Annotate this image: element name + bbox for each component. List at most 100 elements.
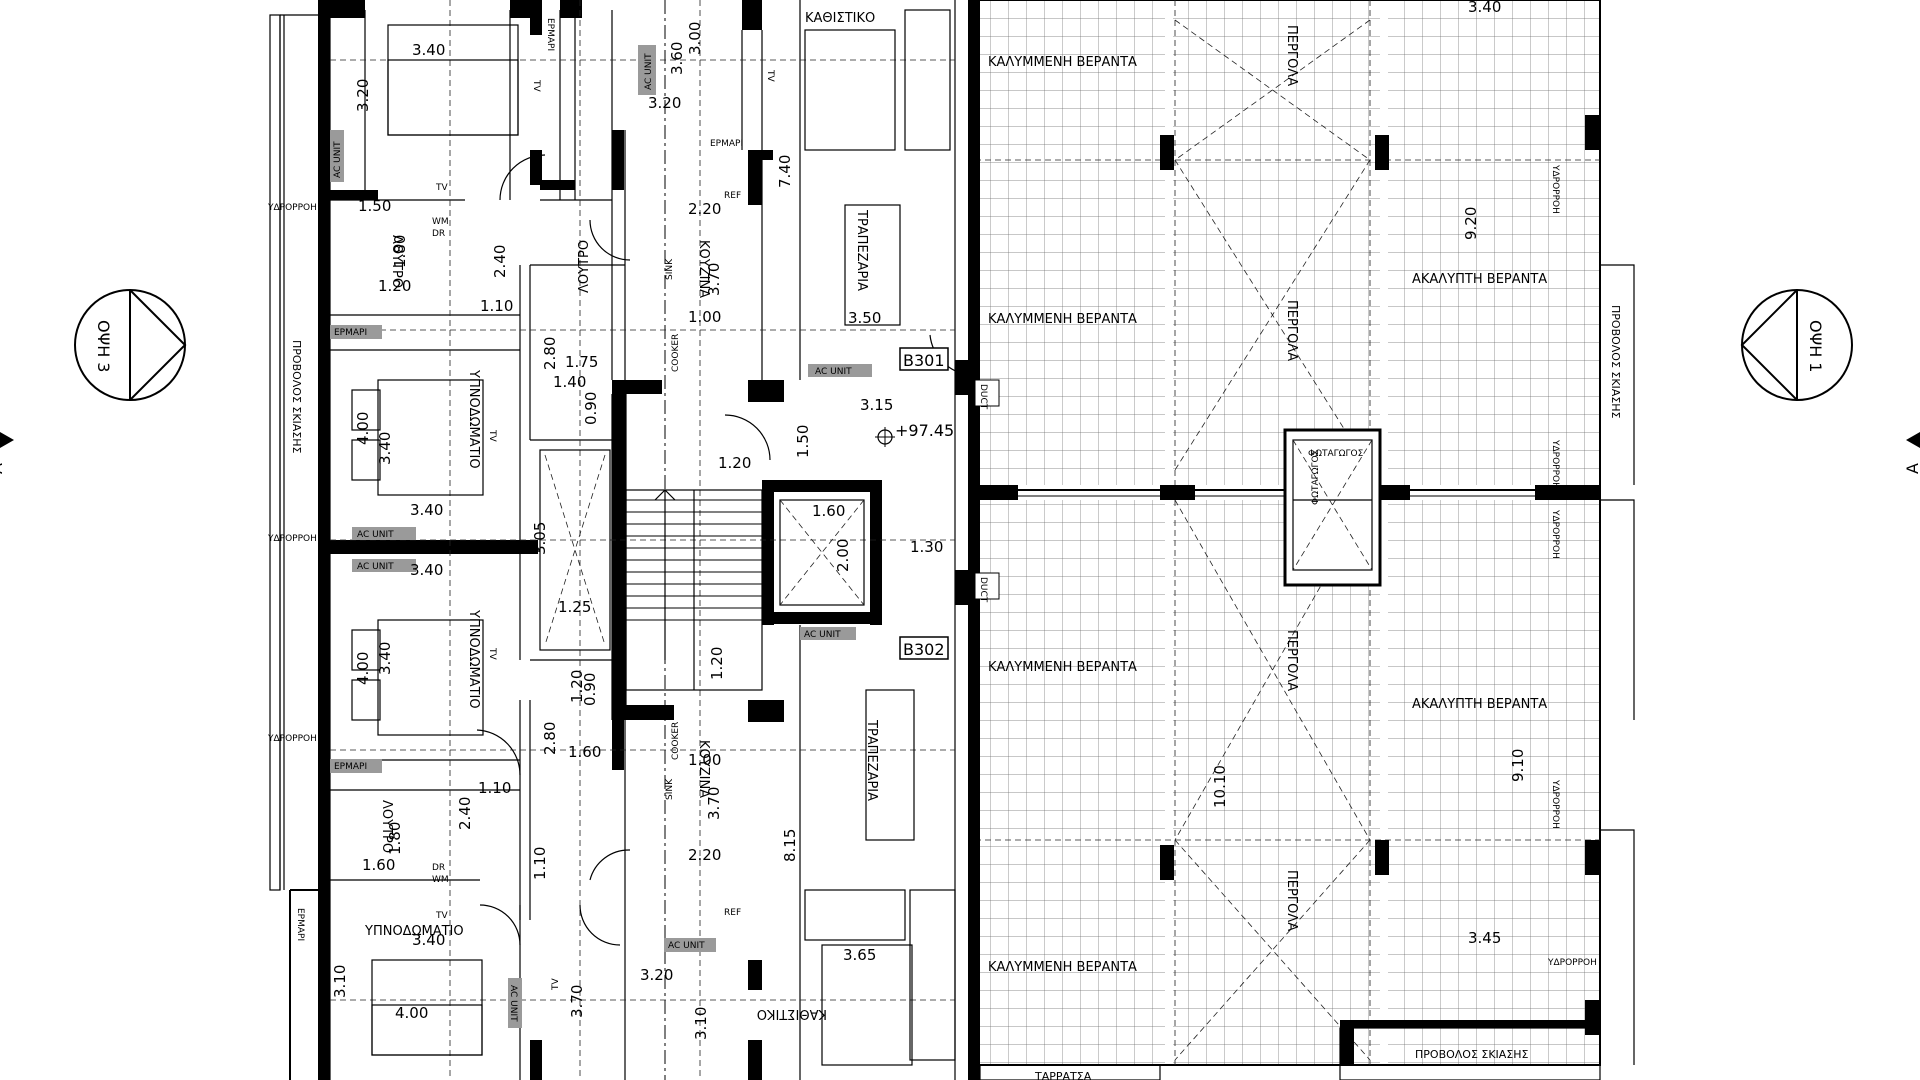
downpipe-tag-3: ΥΔΡΟΡΡΟΗ (267, 734, 317, 744)
wardrobe-tag-1: ΕΡΜΑΡΙ (334, 328, 367, 338)
pergola-label-3: ΠΕΡΓΟΛΑ (1284, 630, 1299, 691)
room-label-kitchen-top: ΚΟΥΖΙΝΑ (696, 240, 711, 298)
dim-3-10-a: 3.10 (331, 965, 349, 998)
dim-3-00: 3.00 (686, 22, 704, 55)
downpipe-tag-2: ΥΔΡΟΡΡΟΗ (267, 534, 317, 544)
pergola-label-1: ΠΕΡΓΟΛΑ (1284, 25, 1299, 86)
tv-tag-4: TV (487, 647, 497, 660)
veranda-tiled-area (974, 0, 1601, 1080)
dim-1-80-b: 1.80 (386, 822, 404, 855)
dim-1-50-b: 1.50 (794, 425, 812, 458)
staircase (625, 489, 763, 691)
covered-veranda-label-3: ΚΑΛΥΜΜΕΝΗ ΒΕΡΑΝΤΑ (988, 660, 1137, 675)
dim-0-90-b: 0.90 (581, 673, 599, 706)
dim-10-10: 10.10 (1211, 765, 1229, 808)
dim-9-20: 9.20 (1462, 207, 1480, 240)
ac-unit-tag-3: AC UNIT (357, 562, 394, 572)
fridge-tag-2: REF (724, 908, 741, 918)
room-label-dining-top: ΤΡΑΠΕΖΑΡΙΑ (854, 209, 869, 291)
dim-2-80-b: 2.80 (541, 722, 559, 755)
ac-unit-tag-5: AC UNIT (668, 941, 705, 951)
dim-3-40-top-right: 3.40 (1468, 0, 1501, 16)
ac-unit-tag-1: AC UNIT (815, 367, 852, 377)
downpipe-tag-8: ΥΔΡΟΡΡΟΗ (1550, 779, 1560, 829)
tv-tag-5: TV (531, 79, 541, 92)
dim-3-70-c: 3.70 (568, 985, 586, 1018)
door-swings (476, 154, 971, 946)
dim-3-15: 3.15 (860, 396, 893, 414)
dim-3-40-a: 3.40 (376, 432, 394, 465)
terrace-label: ΤΑΡΡΑΤΣΑ (1034, 1070, 1092, 1080)
wm-tag-2: WM (432, 875, 449, 885)
ac-unit-tag-4: AC UNIT (804, 630, 841, 640)
wm-tag-1: WM (432, 217, 449, 227)
section-label-right: A (1903, 463, 1920, 474)
dim-2-40-b: 2.40 (456, 797, 474, 830)
dim-3-65: 3.65 (843, 946, 876, 964)
open-veranda-label-1: ΑΚΑΛΥΠΤΗ ΒΕΡΑΝΤΑ (1412, 272, 1547, 287)
pergola-label-4: ΠΕΡΓΟΛΑ (1284, 870, 1299, 931)
dim-3-45: 3.45 (1468, 929, 1501, 947)
room-label-bath-2: ΛΟΥΤΡΟ (577, 240, 592, 293)
room-label-bath-1: ΛΟΥΤΡΟ (389, 235, 404, 288)
dim-3-60: 3.60 (668, 42, 686, 75)
dim-3-40-top: 3.40 (412, 41, 445, 59)
tv-tag-2: TV (435, 911, 448, 921)
cooker-tag-2: COOKER (671, 722, 681, 760)
room-label-living-bottom: ΚΑΘΙΣΤΙΚΟ (757, 1006, 827, 1021)
dim-3-50: 3.50 (848, 309, 881, 327)
dim-3-10-b: 3.10 (692, 1007, 710, 1040)
dim-9-10: 9.10 (1509, 749, 1527, 782)
dim-1-30: 1.30 (910, 538, 943, 556)
wardrobe-tag-5: ΕΡΜΑΡΙ (295, 908, 305, 941)
room-label-bedroom-3: ΥΠΝΟΔΩΜΑΤΙΟ (364, 924, 464, 939)
equipment-tags (330, 45, 1000, 1028)
dim-3-40-d: 3.40 (376, 642, 394, 675)
dim-1-10-b: 1.10 (478, 779, 511, 797)
room-label-bath-3: ΛΟΥΤΡΟ (379, 800, 394, 853)
dim-1-80: 1.80 (391, 235, 409, 268)
dim-4-00-a: 4.00 (354, 412, 372, 445)
pergola-label-2: ΠΕΡΓΟΛΑ (1284, 300, 1299, 361)
dim-2-40-a: 2.40 (491, 245, 509, 278)
view-label-left: ΟΨΗ 3 (94, 320, 113, 372)
dim-1-20-a: 1.20 (378, 277, 411, 295)
covered-veranda-label-2: ΚΑΛΥΜΜΕΝΗ ΒΕΡΑΝΤΑ (988, 312, 1137, 327)
wardrobe-tag-3: ΕΡΜΑΡΙ (710, 139, 743, 149)
dim-1-60-c: 1.60 (362, 856, 395, 874)
open-veranda-label-2: ΑΚΑΛΥΠΤΗ ΒΕΡΑΝΤΑ (1412, 697, 1547, 712)
fridge-tag-1: REF (724, 191, 741, 201)
dim-3-70-b: 3.70 (705, 787, 723, 820)
section-arrows (0, 432, 1920, 448)
dim-1-00-b: 1.00 (688, 751, 721, 769)
ac-unit-tag-7: AC UNIT (644, 53, 654, 90)
apartment-b301-box (899, 347, 949, 371)
room-label-bedroom-1: ΥΠΝΟΔΩΜΑΤΙΟ (466, 369, 481, 469)
apartment-b302-box (899, 636, 949, 660)
downpipe-tag-4: ΥΔΡΟΡΡΟΗ (1547, 958, 1597, 968)
dim-4-00-b: 4.00 (354, 652, 372, 685)
light-shaft-label-2: ΦΩΤΑΓΩΓΟΣ (1311, 449, 1321, 505)
apartment-b302-label: B302 (903, 640, 945, 659)
tv-tag-3: TV (487, 429, 497, 442)
tv-tag-7: TV (551, 978, 561, 991)
duct-tag-2: DUCT (978, 577, 988, 603)
sink-tag-2: SINK (665, 778, 675, 800)
beds (351, 24, 519, 1056)
dim-3-70-a: 3.70 (705, 263, 723, 296)
dim-1-20-d: 1.20 (568, 670, 586, 703)
room-label-living-top: ΚΑΘΙΣΤΙΚΟ (805, 11, 875, 26)
dim-8-15: 8.15 (781, 829, 799, 862)
light-shaft (1283, 428, 1382, 587)
dim-1-60-b: 1.60 (568, 743, 601, 761)
dim-3-40-e: 3.40 (412, 931, 445, 949)
dim-1-20-b: 1.20 (718, 454, 751, 472)
dim-3-20-h: 3.20 (648, 94, 681, 112)
ac-unit-tag-2: AC UNIT (357, 530, 394, 540)
view-marker-right (1740, 289, 1853, 401)
dim-4-00-c: 4.00 (395, 1004, 428, 1022)
view-label-right: ΟΨΗ 1 (1806, 320, 1825, 372)
covered-veranda-label-4: ΚΑΛΥΜΜΕΝΗ ΒΕΡΑΝΤΑ (988, 960, 1137, 975)
dining-tables (804, 29, 915, 1066)
dr-tag-1: DR (432, 229, 445, 239)
